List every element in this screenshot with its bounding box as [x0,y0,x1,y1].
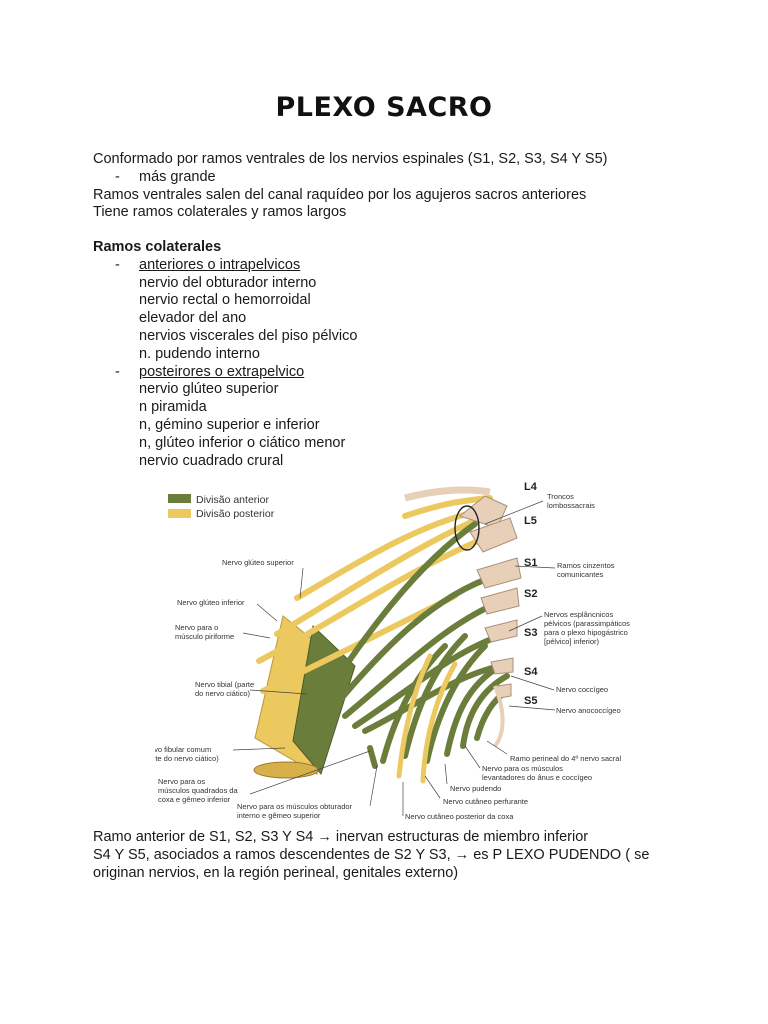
label-troncos: Troncos [547,492,574,501]
label-gluteo-superior: Nervo glúteo superior [222,558,294,567]
list-item: elevador del ano [139,310,247,327]
label-esplancnicos: pélvicos (parassimpáticos [544,619,630,628]
conclusion-line: Ramo anterior de S1, S2, S3 Y S4 → inerv… [93,829,589,845]
label-anococcigeo: Nervo anococcígeo [556,706,621,715]
label-obturador: interno e gêmeo superior [237,811,321,820]
root-label-s3: S3 [524,627,537,639]
root-label-s1: S1 [524,557,537,569]
intro-line: Ramos ventrales salen del canal raquídeo… [93,186,587,203]
label-levantadores: levantadores do ânus e coccígeo [482,773,592,782]
intro-line: Conformado por ramos ventrales de los ne… [93,151,608,167]
sciatic-nerve-trunk [253,615,356,779]
group-label: posteirores o extrapelvico [139,363,305,380]
list-item: nervios viscerales del piso pélvico [139,327,358,344]
label-quadrado: Nervo para os [158,777,205,786]
label-levantadores: Nervo para os músculos [482,764,563,773]
label-quadrado: coxa e gêmeo inferior [158,795,231,804]
label-quadrado: músculos quadrados da [158,786,238,795]
root-label-l5: L5 [524,515,537,527]
label-obturador: Nervo para os músculos obturador [237,802,353,811]
label-esplancnicos: para o plexo hipogástrico [544,628,628,637]
leader-lines [232,500,556,816]
list-item: n piramida [139,399,207,416]
bullet-text: más grande [139,168,216,185]
list-item: nervio rectal o hemorroidal [139,292,311,309]
root-label-s4: S4 [524,666,538,678]
label-tibial: Nervo tibial (parte [195,680,254,689]
label-piriforme: Nervo para o [175,623,218,632]
list-item: nervio cuadrado crural [139,452,284,469]
conclusion-block: Ramo anterior de S1, S2, S3 Y S4 → inerv… [93,829,649,882]
group-heading: - anteriores o intrapelvicos [93,257,357,275]
list-item: nervio glúteo superior [139,381,279,398]
sacral-plexus-figure: Divisão anterior Divisão posterior [155,476,645,821]
label-esplancnicos: Nervos esplâncnicos [544,610,613,619]
bullet-dash: - [115,256,120,273]
label-esplancnicos: [pélvico] inferior) [544,637,600,646]
root-label-s2: S2 [524,588,537,600]
spinal-roots [404,486,522,748]
label-ramos-cinzentos: comunicantes [557,570,604,579]
conclusion-line: originan nervios, en la región perineal,… [93,864,459,881]
intro-block: Conformado por ramos ventrales de los ne… [93,151,607,222]
list-item: nervio del obturador interno [139,274,317,291]
label-gluteo-inferior: Nervo glúteo inferior [177,598,245,607]
label-cutaneo-posterior: Nervo cutâneo posterior da coxa [405,812,514,821]
group-heading: - posteirores o extrapelvico [93,364,357,382]
root-label-s5: S5 [524,695,537,707]
label-fibular: Nervo fibular comum [155,745,211,754]
label-pudendo: Nervo pudendo [450,784,501,793]
label-perfurante: Nervo cutâneo perfurante [443,797,528,806]
legend-anterior-label: Divisão anterior [196,494,269,506]
label-troncos: lombossacrais [547,501,595,510]
intro-bullet: - más grande [93,169,607,187]
label-piriforme: músculo piriforme [175,632,234,641]
list-item: n. pudendo interno [139,345,260,362]
intro-line: Tiene ramos colaterales y ramos largos [93,204,347,221]
colaterales-block: Ramos colaterales - anteriores o intrapel… [93,239,357,470]
plexus-illustration: Divisão anterior Divisão posterior [155,481,630,821]
bullet-dash: - [115,363,120,380]
page-title: PLEXO SACRO [275,92,493,123]
root-label-l4: L4 [524,481,538,493]
label-fibular: (parte do nervo ciático) [155,754,219,763]
section-heading: Ramos colaterales [93,239,222,255]
legend-posterior-swatch [168,509,191,518]
bullet-dash: - [115,168,120,185]
list-item: n, glúteo inferior o ciático menor [139,434,346,451]
descending-nerves [396,653,458,784]
label-ramo-perineal: Ramo perineal do 4º nervo sacral [510,754,621,763]
label-coccigeo: Nervo coccígeo [556,685,608,694]
list-item: n, gémino superior e inferior [139,416,320,433]
conclusion-line: S4 Y S5, asociados a ramos descendentes … [93,846,650,863]
label-ramos-cinzentos: Ramos cinzentos [557,561,615,570]
label-tibial: do nervo ciático) [195,689,251,698]
legend-posterior-label: Divisão posterior [196,508,275,520]
group-label: anteriores o intrapelvicos [139,256,301,273]
legend-anterior-swatch [168,494,191,503]
